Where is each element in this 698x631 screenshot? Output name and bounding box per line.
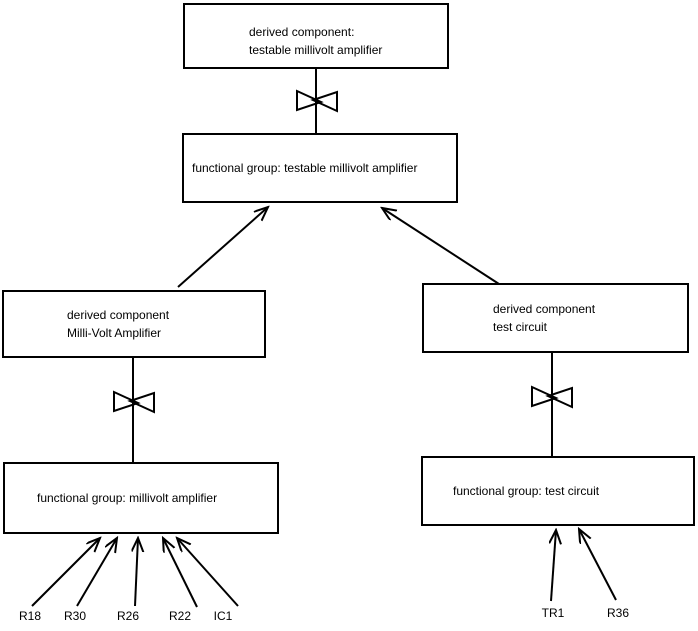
node-functional-group-millivolt-amplifier: functional group: millivolt amplifier	[3, 462, 279, 534]
node-functional-group-testable-millivolt-amplifier: functional group: testable millivolt amp…	[182, 133, 458, 203]
bowtie-icon-left	[113, 390, 155, 414]
edge-r36-to-fg-test	[579, 529, 617, 601]
node-derived-component-test-circuit: derived component test circuit	[422, 283, 689, 353]
component-label-ic1: IC1	[213, 609, 233, 623]
node-derived-component-testable-millivolt-amplifier: derived component: testable millivolt am…	[183, 3, 449, 69]
node-label-line2: test circuit	[493, 320, 548, 334]
component-label-r26: R26	[116, 609, 139, 623]
node-label-line2: testable millivolt amplifier	[249, 43, 383, 57]
component-label-tr1: TR1	[541, 606, 565, 620]
bowtie-icon-right	[531, 385, 573, 409]
bowtie-icon-top	[296, 89, 338, 113]
node-label-line1: derived component	[493, 302, 596, 316]
node-label: functional group: test circuit	[453, 484, 600, 498]
node-label-line2: Milli-Volt Amplifier	[67, 326, 162, 340]
edge-r22-to-fg-mva	[163, 538, 198, 608]
node-label: functional group: millivolt amplifier	[37, 491, 218, 505]
edge-tr1-to-fg-test	[551, 530, 556, 602]
node-label-line1: derived component:	[249, 25, 355, 39]
edge-r30-to-fg-mva	[76, 538, 117, 607]
edge-r26-to-fg-mva	[135, 538, 138, 607]
edge-ic1-to-fg-mva	[177, 538, 239, 607]
edge-r18-to-fg-mva	[31, 538, 100, 607]
node-derived-component-milli-volt-amplifier: derived component Milli-Volt Amplifier	[2, 290, 266, 358]
node-label-line1: derived component	[67, 308, 170, 322]
edge-derived-mva-to-fg-testable	[177, 207, 268, 288]
edge-derived-test-to-fg-testable	[382, 208, 500, 285]
node-functional-group-test-circuit: functional group: test circuit	[421, 456, 695, 526]
component-label-r22: R22	[168, 609, 191, 623]
node-label: functional group: testable millivolt amp…	[192, 161, 418, 175]
component-label-r18: R18	[18, 609, 41, 623]
component-label-r30: R30	[63, 609, 86, 623]
component-label-r36: R36	[606, 606, 629, 620]
